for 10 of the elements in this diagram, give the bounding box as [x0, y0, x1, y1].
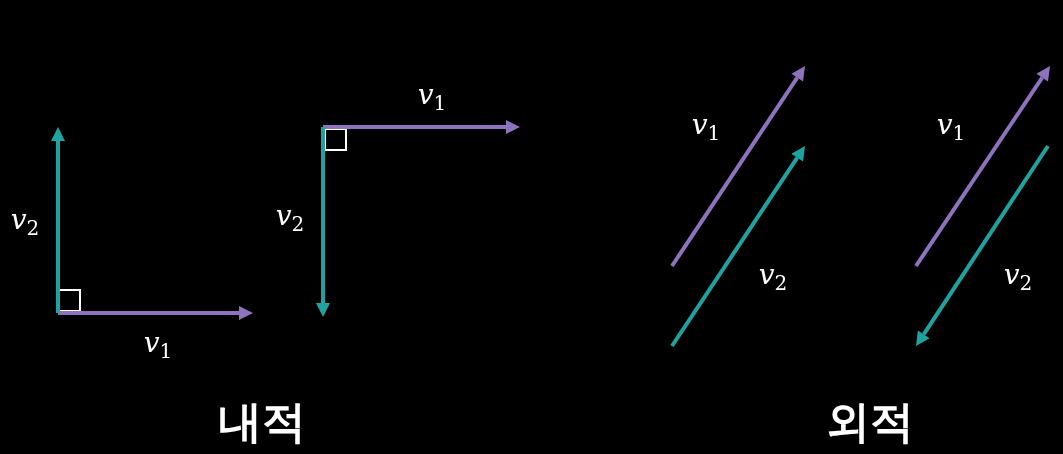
vector-label: v$_{1}$ — [143, 329, 173, 361]
vector-label: v$_{2}$ — [1003, 261, 1033, 293]
section-title: 외적 — [826, 400, 914, 444]
vector-label: v$_{1}$ — [691, 111, 721, 143]
vector-label: v$_{1}$ — [936, 111, 966, 143]
vector-label: v$_{2}$ — [275, 202, 305, 234]
vector-label: v$_{2}$ — [758, 261, 788, 293]
vector-label: v$_{2}$ — [10, 206, 40, 238]
vector-label: v$_{1}$ — [417, 81, 447, 113]
section-title: 내적 — [218, 400, 306, 444]
